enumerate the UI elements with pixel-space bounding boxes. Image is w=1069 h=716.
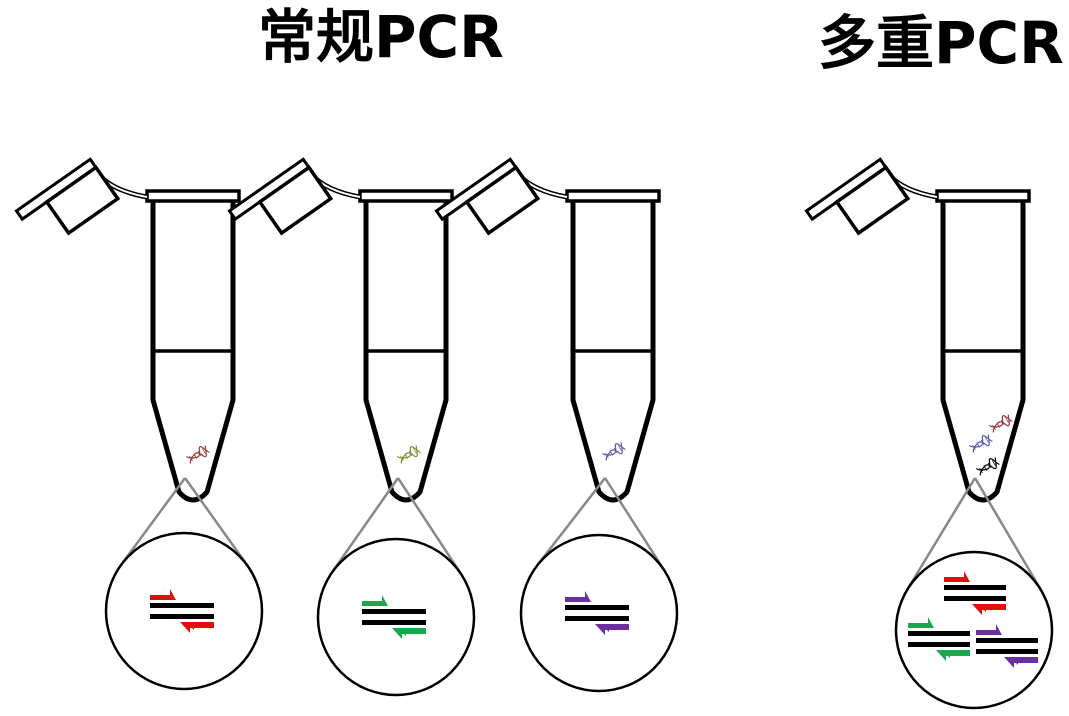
- tube-cap-plug: [837, 167, 908, 233]
- dna-helix-icon: [989, 413, 1014, 434]
- microcentrifuge-tube-icon: [806, 159, 1029, 500]
- template-strand-top: [150, 603, 214, 608]
- template-strand-top: [944, 585, 1006, 590]
- template-strand-top: [565, 605, 629, 610]
- microcentrifuge-tube-icon: [229, 159, 452, 500]
- magnify-circle: [318, 539, 474, 695]
- magnify-circle: [521, 535, 677, 691]
- primer-arrow-tail: [946, 650, 970, 656]
- tube-cap: [806, 159, 907, 250]
- dna-helix-icon: [976, 456, 1001, 477]
- dna-helix-icon: [397, 444, 422, 465]
- primer-arrow-tail: [190, 622, 214, 628]
- primer-arrow-tail: [402, 628, 426, 634]
- primer-arrow-tail: [982, 604, 1006, 610]
- tube-rim: [937, 191, 1029, 201]
- magnify-circle: [896, 552, 1052, 708]
- tube-rim: [567, 191, 659, 201]
- template-strand-bottom: [565, 616, 629, 621]
- primer-arrow-tail: [1014, 657, 1038, 663]
- tube-cap-plug: [47, 167, 118, 233]
- primer-arrow-tail: [605, 624, 629, 630]
- template-strand-top: [908, 631, 970, 636]
- microcentrifuge-tube-icon: [436, 159, 659, 500]
- tube-rim: [147, 191, 239, 201]
- tube-cap: [16, 159, 117, 250]
- tube-cap-plug: [260, 167, 331, 233]
- tube-rim: [360, 191, 452, 201]
- template-strand-bottom: [944, 596, 1006, 601]
- template-strand-bottom: [908, 642, 970, 647]
- dna-helix-icon: [186, 444, 211, 465]
- template-strand-bottom: [362, 620, 426, 625]
- template-strand-top: [976, 638, 1038, 643]
- dna-helix-icon: [969, 433, 994, 454]
- magnify-circle: [106, 533, 262, 689]
- tube-cap-plug: [467, 167, 538, 233]
- tube-cap: [229, 159, 330, 250]
- tube-cap: [436, 159, 537, 250]
- template-strand-bottom: [150, 614, 214, 619]
- dna-helix-icon: [602, 441, 627, 462]
- template-strand-top: [362, 609, 426, 614]
- template-strand-bottom: [976, 649, 1038, 654]
